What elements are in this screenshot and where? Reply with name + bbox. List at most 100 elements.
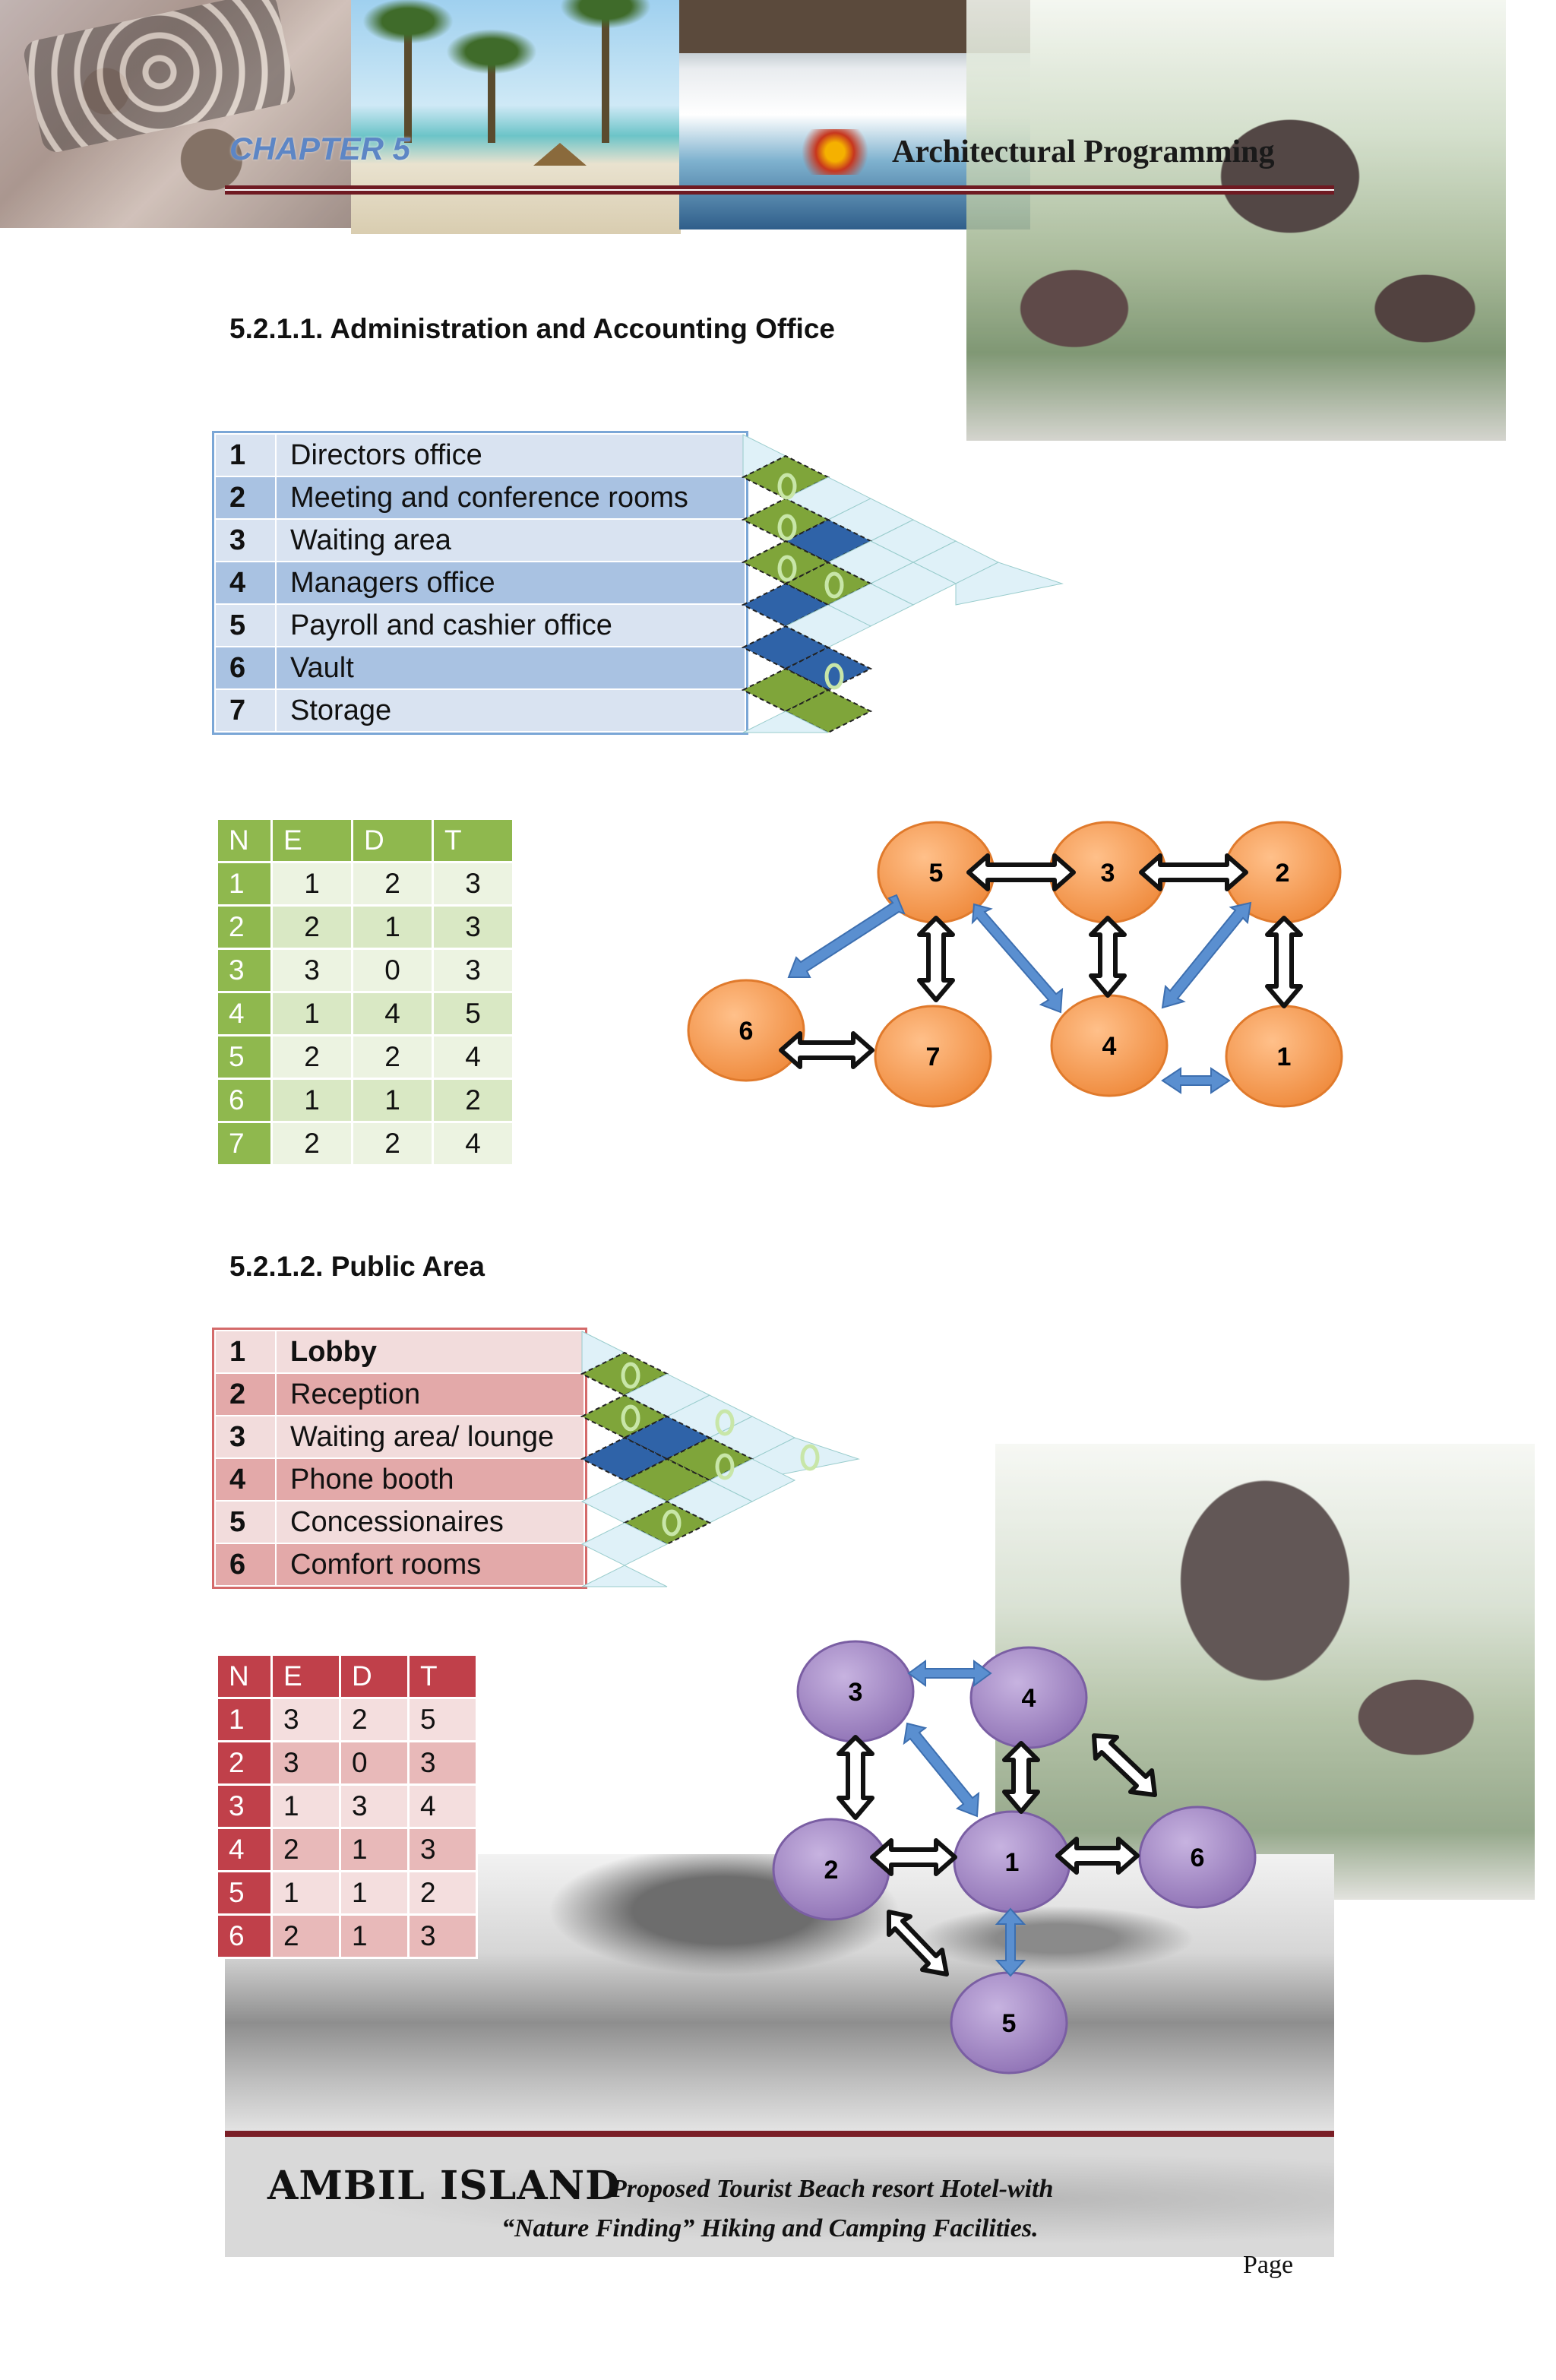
matrix-markers: [777, 473, 844, 690]
node-label: 1: [1005, 1848, 1020, 1877]
list-item-number: 1: [214, 433, 277, 477]
column-header: E: [270, 1654, 341, 1699]
public-bubble-diagram: 3 4 2 1 6 5: [772, 1640, 1257, 2075]
table-cell: 3: [432, 861, 514, 907]
table-cell: 3: [216, 1783, 273, 1829]
bubble-node-3: 3: [796, 1640, 915, 1743]
admin-bubble-diagram: 5 3 2 6 7 4 1: [687, 821, 1343, 1108]
table-cell: 1: [351, 904, 434, 950]
arrow-5-7: [917, 916, 955, 1002]
arrow-2-5: [887, 1910, 949, 1976]
list-item-label: Waiting area: [275, 518, 746, 562]
bubble-node-7: 7: [874, 1005, 992, 1108]
column-header: T: [407, 1654, 478, 1699]
matrix-markers: [621, 1362, 820, 1537]
footer-tagline-line2: “Nature Finding” Hiking and Camping Faci…: [501, 2214, 1039, 2242]
node-label: 4: [1022, 1684, 1036, 1713]
admin-adjacency-matrix: [741, 434, 1064, 734]
node-label: 1: [1277, 1043, 1292, 1071]
table-cell: 1: [216, 1697, 273, 1742]
table-cell: 1: [270, 861, 353, 907]
table-cell: 4: [216, 991, 273, 1037]
table-cell: 2: [351, 861, 434, 907]
table-cell: 2: [216, 904, 273, 950]
list-item-label: Waiting area/ lounge: [275, 1415, 585, 1459]
arrow-1-5: [995, 1907, 1026, 1977]
weak-link-arrows: [903, 1660, 1026, 1977]
list-item-number: 6: [214, 1543, 277, 1587]
footer-tagline-line1: Proposed Tourist Beach resort Hotel-with: [611, 2175, 1054, 2203]
list-item-number: 5: [214, 603, 277, 647]
table-header-row: N E D T: [216, 1654, 478, 1699]
matrix-cells: [741, 434, 1064, 734]
strong-link-arrows: [779, 853, 1303, 1069]
column-header: T: [432, 818, 514, 863]
node-label: 3: [1101, 859, 1115, 888]
list-item-label: Managers office: [275, 561, 746, 605]
table-cell: 4: [407, 1783, 478, 1829]
table-cell: 2: [270, 1121, 353, 1166]
node-label: 5: [1002, 2009, 1017, 2038]
bubble-node-5: 5: [950, 1971, 1068, 2075]
table-cell: 0: [339, 1740, 410, 1786]
arrow-3-4: [907, 1660, 992, 1687]
list-item-label: Phone booth: [275, 1457, 585, 1502]
node-label: 2: [824, 1856, 839, 1885]
bubble-node-4: 4: [1050, 994, 1169, 1097]
table-cell: 4: [216, 1827, 273, 1872]
table-cell: 2: [351, 1034, 434, 1080]
table-cell: 6: [216, 1913, 273, 1959]
column-header: E: [270, 818, 353, 863]
table-cell: 3: [216, 948, 273, 993]
list-item-number: 5: [214, 1500, 277, 1544]
column-header: D: [339, 1654, 410, 1699]
table-cell: 1: [270, 1783, 341, 1829]
matrix-cells: [580, 1331, 860, 1587]
table-cell: 5: [216, 1870, 273, 1916]
table-cell: 2: [407, 1870, 478, 1916]
table-cell: 3: [339, 1783, 410, 1829]
node-label: 6: [1191, 1844, 1205, 1872]
bubble-node-4: 4: [969, 1646, 1088, 1749]
footer-brand: AMBIL ISLAND: [267, 2163, 621, 2209]
table-cell: 1: [270, 991, 353, 1037]
bubble-node-6: 6: [1138, 1806, 1257, 1909]
arrow-3-1: [903, 1722, 980, 1818]
page-label: Page: [1243, 2251, 1294, 2279]
footer-band: [225, 2131, 1334, 2257]
public-heading: 5.2.1.2. Public Area: [229, 1251, 485, 1282]
list-item-label: Directors office: [275, 433, 746, 477]
column-header: N: [216, 818, 273, 863]
header-rule: [225, 185, 1334, 195]
arrow-6-7: [779, 1031, 874, 1069]
header-photo-beach: [351, 0, 681, 234]
table-cell: 2: [351, 1121, 434, 1166]
table-cell: 3: [270, 1740, 341, 1786]
table-cell: 3: [407, 1827, 478, 1872]
table-cell: 2: [216, 1740, 273, 1786]
table-cell: 2: [270, 1913, 341, 1959]
table-cell: 1: [339, 1913, 410, 1959]
arrow-2-1: [1265, 916, 1303, 1008]
admin-heading: 5.2.1.1. Administration and Accounting O…: [229, 313, 835, 344]
list-item-label: Vault: [275, 646, 746, 690]
node-label: 6: [739, 1017, 754, 1046]
